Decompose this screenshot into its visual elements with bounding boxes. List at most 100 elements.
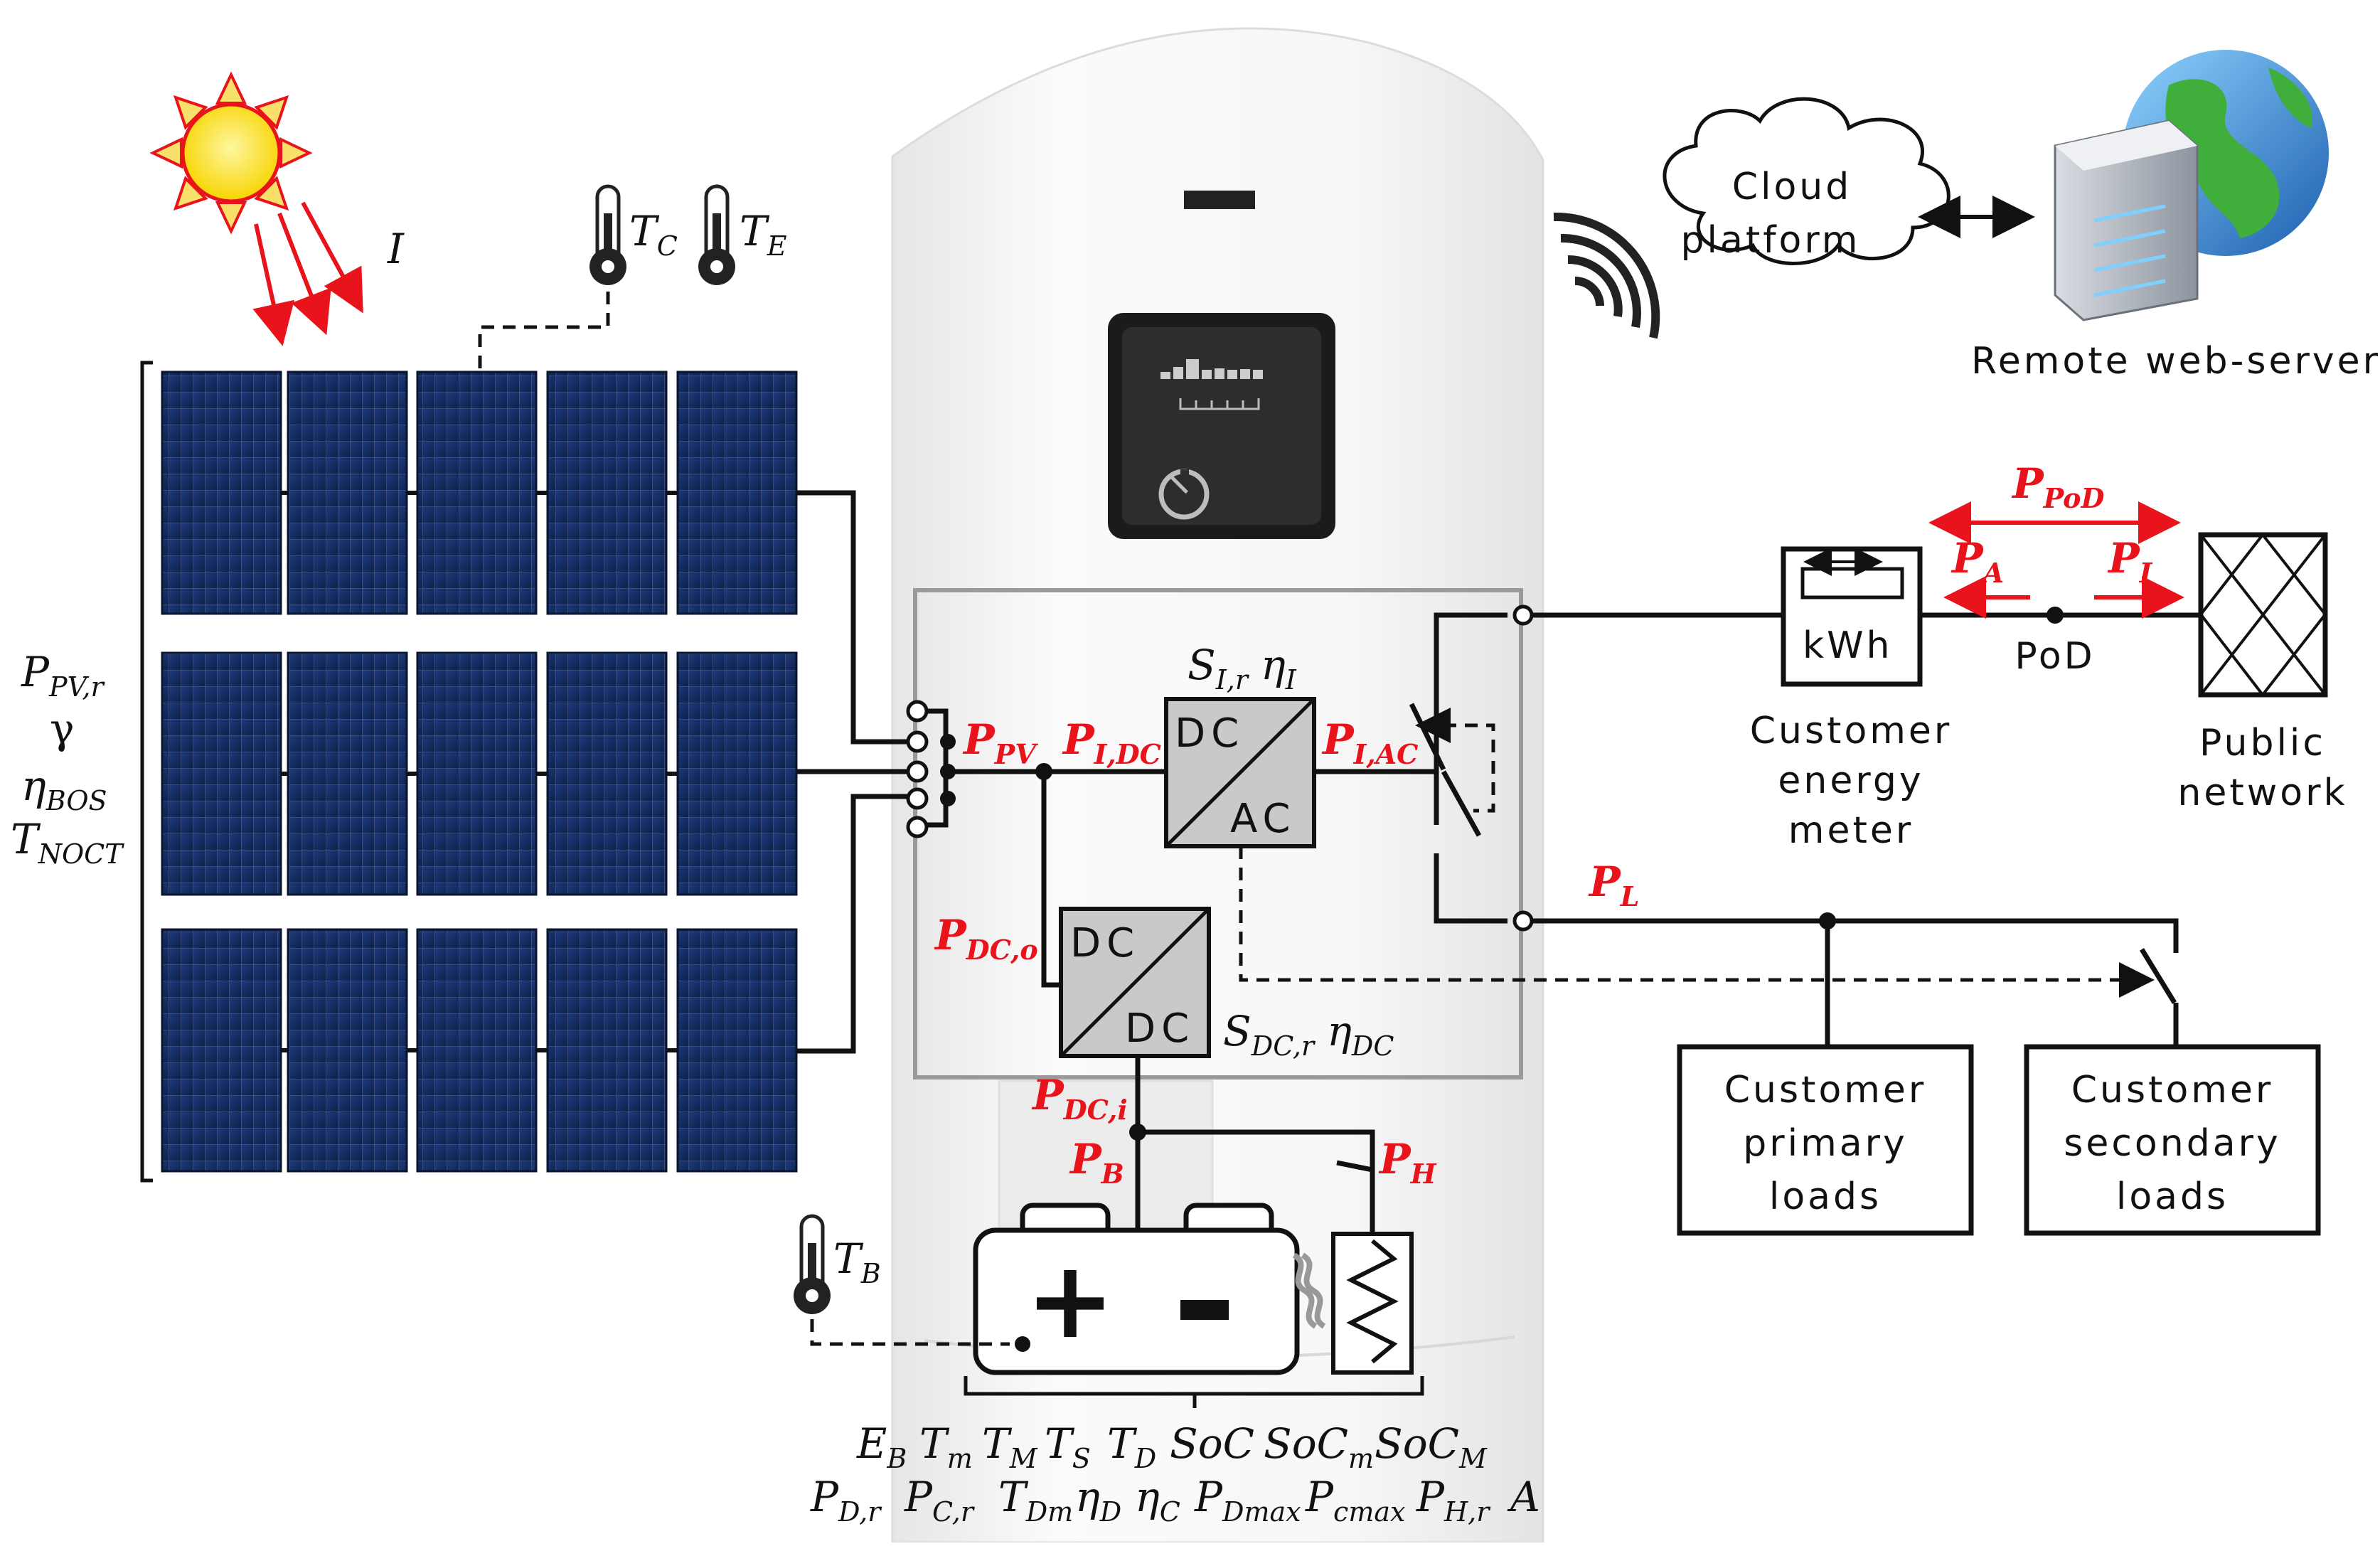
- primary-loads-box: Customer primary loads: [1677, 1044, 1974, 1236]
- pv-panel: [546, 651, 668, 896]
- battery-param: Tm: [919, 1419, 973, 1474]
- pv-panel: [416, 651, 538, 896]
- heater-icon: [1292, 1232, 1414, 1375]
- label-piac: PI,AC: [1321, 715, 1418, 770]
- battery-param: A: [1507, 1473, 1540, 1521]
- battery-plus: +: [1025, 1239, 1115, 1363]
- label-pb: PB: [1069, 1135, 1124, 1190]
- server-globe-icon: [2054, 50, 2329, 321]
- cloud-icon: Cloud platform: [1663, 97, 1951, 265]
- pv-panel: [287, 651, 408, 896]
- label-ppod: PPoD: [2011, 459, 2105, 514]
- label-pa: PA: [1951, 534, 2004, 589]
- grid-flow-arrows: [1928, 501, 2184, 619]
- inverter-ac-label: AC: [1230, 796, 1296, 842]
- inverter-dc-label: DC: [1175, 710, 1244, 757]
- pv-tnoct-label: TNOCT: [11, 815, 124, 870]
- dcdc-block: DC DC: [1059, 907, 1211, 1058]
- pv-panel: [416, 370, 538, 615]
- battery-param: EB: [856, 1419, 907, 1474]
- pod-label: PoD: [2015, 635, 2095, 678]
- battery-param: TDm: [998, 1473, 1073, 1528]
- temp-sensor-line: [478, 292, 610, 373]
- label-pdci: PDC,i: [1031, 1071, 1128, 1126]
- svg-text:secondary: secondary: [2064, 1122, 2280, 1165]
- pv-panel: [287, 928, 408, 1173]
- meter-unit: kWh: [1803, 624, 1893, 667]
- server-label: Remote web-server: [1971, 340, 2380, 383]
- pv-panel: [161, 928, 282, 1173]
- pv-gamma-label: γ: [50, 705, 75, 753]
- battery-param: TS: [1045, 1419, 1091, 1474]
- thermometer-env-icon: [698, 184, 735, 285]
- battery-param: ηC: [1135, 1473, 1180, 1528]
- inverter-block: DC AC: [1164, 697, 1316, 848]
- label-pidc: PI,DC: [1062, 715, 1161, 770]
- thermometer-cell-icon: [589, 184, 626, 285]
- battery-param-brace: [964, 1376, 1424, 1408]
- power-flow-labels: PPV PI,DC PI,AC PDC,o PDC,i PB PH PL PPo…: [934, 459, 2153, 1190]
- pv-panel: [287, 370, 408, 615]
- label-ppv: PPV: [962, 715, 1038, 770]
- pv-array: [161, 370, 798, 1173]
- pv-panel: [546, 370, 668, 615]
- pv-panel: [161, 370, 282, 615]
- pv-panel: [416, 928, 538, 1173]
- cell-temp-label: TC: [629, 207, 678, 262]
- pv-parameters: PPV,r γ ηBOS TNOCT: [11, 648, 124, 870]
- dc-bus: [948, 763, 1436, 1234]
- pv-panel: [676, 651, 798, 896]
- label-ph: PH: [1378, 1135, 1437, 1190]
- battery-temp-label: TB: [833, 1235, 881, 1289]
- pv-panel: [676, 928, 798, 1173]
- battery-icon: +: [973, 1203, 1300, 1375]
- dcdc-bottom-label: DC: [1125, 1006, 1195, 1052]
- pv-panel: [161, 651, 282, 896]
- sun-icon: [149, 71, 313, 235]
- pv-panel: [676, 370, 798, 615]
- battery-param: PH,r: [1416, 1473, 1491, 1528]
- battery-param: PD,r: [810, 1473, 882, 1528]
- battery-param: TD: [1107, 1419, 1156, 1474]
- energy-meter: kWh: [1781, 546, 1923, 687]
- pv-eta-bos-label: ηBOS: [21, 762, 107, 816]
- pv-panel: [546, 928, 668, 1173]
- svg-text:Customer: Customer: [1750, 710, 1953, 752]
- battery-param: SoCm: [1264, 1419, 1374, 1474]
- svg-text:loads: loads: [2116, 1176, 2229, 1218]
- label-pdco: PDC,o: [934, 911, 1038, 966]
- pv-param-brace: [140, 361, 153, 1183]
- svg-text:meter: meter: [1788, 809, 1914, 852]
- battery-param: Pcmax: [1305, 1473, 1405, 1528]
- wireless-signal-icon: [1553, 212, 1660, 339]
- cloud-label-2: platform: [1681, 219, 1861, 262]
- battery-sensor-line: [810, 1319, 1010, 1346]
- pv-terminals: [906, 700, 956, 838]
- public-network-icon: [2198, 532, 2328, 698]
- meter-label: Customer energy meter: [1750, 710, 1953, 852]
- battery-param: ηD: [1075, 1473, 1121, 1528]
- network-label: Public network: [2177, 722, 2344, 814]
- svg-text:loads: loads: [1769, 1176, 1882, 1218]
- irradiance-arrows: [252, 201, 363, 346]
- pv-rated-power-label: PPV,r: [21, 648, 105, 703]
- battery-param: SoC: [1170, 1419, 1254, 1468]
- env-temp-label: TE: [740, 207, 787, 262]
- svg-text:Public: Public: [2199, 722, 2326, 764]
- thermometer-battery-icon: [794, 1214, 831, 1314]
- irradiance-label: I: [387, 225, 405, 273]
- battery-param: SoCM: [1375, 1419, 1488, 1474]
- dcdc-top-label: DC: [1070, 920, 1140, 966]
- cloud-label-1: Cloud: [1732, 166, 1852, 208]
- svg-text:energy: energy: [1778, 759, 1923, 802]
- control-display: [1108, 313, 1335, 539]
- secondary-loads-box: Customer secondary loads: [2024, 1044, 2321, 1236]
- battery-param: TM: [982, 1419, 1038, 1474]
- label-pl: PL: [1588, 858, 1639, 912]
